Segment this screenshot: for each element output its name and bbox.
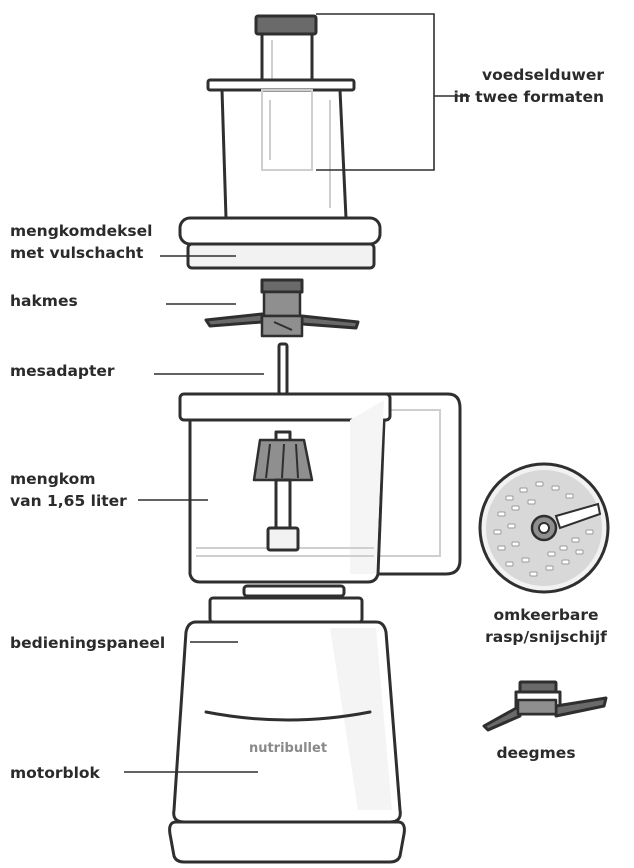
label-disc-line1: omkeerbare [493,606,598,624]
label-control-panel: bedieningspaneel [10,634,165,652]
label-motor-base: motorblok [10,764,101,782]
label-dough-blade: deegmes [496,744,575,762]
dough-blade [482,680,608,732]
brand-logo: nutribullet [249,741,327,756]
label-food-pusher-line1: voedselduwer [482,66,604,84]
label-lid-line1: mengkomdeksel [10,222,152,240]
chopping-blade [204,278,360,338]
label-disc-line2: rasp/snijschijf [485,628,607,646]
reversible-disc [478,462,610,594]
food-pusher [206,14,356,220]
label-bowl-line2: van 1,65 liter [10,492,127,510]
control-panel [208,596,364,624]
bowl-lid [178,216,382,270]
mixing-bowl [178,392,462,598]
motor-base: nutribullet [168,620,406,864]
label-bowl-line1: mengkom [10,470,96,488]
label-food-pusher-line2: in twee formaten [454,88,605,106]
label-blade-adapter: mesadapter [10,362,115,380]
leader-lines [124,13,470,773]
label-chopping-blade: hakmes [10,292,78,310]
label-lid-line2: met vulschacht [10,244,144,262]
labels: voedselduwer in twee formaten mengkomdek… [10,66,607,782]
